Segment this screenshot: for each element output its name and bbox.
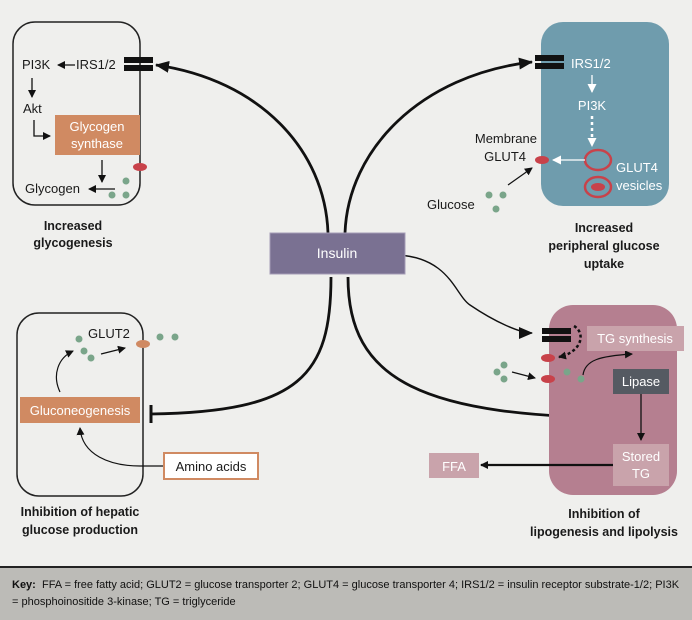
dotted-arrow-receptor-to-glut4 xyxy=(558,324,582,360)
lipase-label: Lipase xyxy=(622,374,660,389)
glucose-dot xyxy=(492,205,500,213)
glycogenesis-caption-2: glycogenesis xyxy=(33,236,112,250)
stored-tg-label-1: Stored xyxy=(622,449,660,464)
lipase-box xyxy=(613,369,669,394)
insulin-receptor xyxy=(542,336,571,342)
hepatic-caption-1: Inhibition of hepatic xyxy=(21,505,140,519)
glucose-dot xyxy=(493,368,501,376)
glucose-dot xyxy=(499,191,507,199)
arrow-akt-to-synthase xyxy=(33,120,51,140)
glut4-vesicles-label-2: vesicles xyxy=(616,178,663,193)
glut4-in-vesicle xyxy=(591,183,605,191)
irs-label: IRS1/2 xyxy=(76,57,116,72)
peripheral-uptake-panel: IRS1/2 PI3K GLUT4 vesicles Membrane GLUT… xyxy=(427,22,669,271)
glucose-label: Glucose xyxy=(427,197,475,212)
irs-label: IRS1/2 xyxy=(571,56,611,71)
glycogenesis-panel: PI3K IRS1/2 Akt Glycogen synthase Glycog… xyxy=(12,21,153,250)
stored-tg-box xyxy=(613,444,669,486)
glut2-label: GLUT2 xyxy=(88,326,130,341)
glycogen-synthase-box xyxy=(55,115,140,155)
gluconeogenesis-box xyxy=(20,397,140,423)
tg-synthesis-label: TG synthesis xyxy=(597,331,673,346)
tg-synthesis-box xyxy=(587,326,684,351)
akt-label: Akt xyxy=(23,101,42,116)
amino-acids-label: Amino acids xyxy=(176,459,247,474)
hepatocyte-outline xyxy=(16,312,144,497)
lipid-panel: TG synthesis Lipase Stored TG FFA Inhibi… xyxy=(429,305,684,539)
insulin-label: Insulin xyxy=(317,245,357,261)
pathway-to-adipocyte xyxy=(397,254,533,339)
hepatic-panel: GLUT2 Gluconeogenesis Amino acids Inhibi… xyxy=(16,312,259,537)
insulin-receptor xyxy=(535,63,564,69)
membrane-glut4 xyxy=(535,156,549,164)
pathway-inhibit-hepatic xyxy=(150,276,333,416)
glucose-dot xyxy=(500,375,508,383)
membrane-glut4-label-1: Membrane xyxy=(475,131,537,146)
glucose-dot xyxy=(563,368,571,376)
glut4-transporter xyxy=(541,354,555,362)
amino-acids-box xyxy=(163,452,259,480)
lipid-caption-2: lipogenesis and lipolysis xyxy=(530,525,678,539)
glut4-transporter xyxy=(541,375,555,383)
ffa-box xyxy=(429,453,479,478)
glycogenesis-caption-1: Increased xyxy=(44,219,102,233)
insulin-receptor xyxy=(535,55,564,61)
glucose-dot xyxy=(171,333,179,341)
pathway-to-muscle xyxy=(343,57,533,234)
stored-tg-label-2: TG xyxy=(632,466,650,481)
glut4-vesicles-label-1: GLUT4 xyxy=(616,160,658,175)
pi3k-label: PI3K xyxy=(578,98,607,113)
glut2-transporter xyxy=(136,340,150,348)
ffa-label: FFA xyxy=(442,459,466,474)
insulin-signaling-diagram: PI3K IRS1/2 Akt Glycogen synthase Glycog… xyxy=(12,21,684,539)
key-legend: Key: FFA = free fatty acid; GLUT2 = gluc… xyxy=(0,566,692,620)
glycogen-label: Glycogen xyxy=(25,181,80,196)
arrow-glucose-to-glut4 xyxy=(511,371,536,381)
key-title: Key: xyxy=(12,579,36,591)
glucose-dot xyxy=(108,191,116,199)
arrow-amino-acids-to-gluconeogenesis xyxy=(76,427,164,467)
peripheral-caption-3: uptake xyxy=(584,257,624,271)
glucose-dot xyxy=(75,335,83,343)
insulin-receptor xyxy=(124,57,153,63)
hepatic-caption-2: glucose production xyxy=(22,523,138,537)
liver-cell-outline xyxy=(12,21,141,206)
glucose-dot xyxy=(122,177,130,185)
arrow-glucose-to-tg-synthesis xyxy=(582,350,633,376)
arrow-gluconeogenesis-to-glucose xyxy=(55,350,74,393)
glucose-dot xyxy=(577,375,585,383)
insulin-receptor xyxy=(124,65,153,71)
glucose-dot xyxy=(485,191,493,199)
arrow-glucose-to-glut2 xyxy=(100,345,126,355)
glucose-dot xyxy=(122,191,130,199)
insulin-receptor xyxy=(542,328,571,334)
glucose-dot xyxy=(87,354,95,362)
glut4-vesicle xyxy=(583,175,613,199)
key-text: FFA = free fatty acid; GLUT2 = glucose t… xyxy=(12,579,680,608)
glucose-dot xyxy=(80,347,88,355)
arrow-glucose-to-glut4 xyxy=(507,167,533,186)
insulin-box xyxy=(269,232,406,275)
lipid-caption-1: Inhibition of xyxy=(568,507,640,521)
glucose-dot xyxy=(156,333,164,341)
peripheral-caption-2: peripheral glucose xyxy=(548,239,659,253)
pathway-to-glycogenesis xyxy=(155,60,330,234)
glut-transporter xyxy=(133,163,147,171)
membrane-glut4-label-2: GLUT4 xyxy=(484,149,526,164)
gluconeogenesis-label: Gluconeogenesis xyxy=(30,403,131,418)
glycogen-synthase-label-2: synthase xyxy=(71,136,123,151)
peripheral-caption-1: Increased xyxy=(575,221,633,235)
glucose-dot xyxy=(500,361,508,369)
pi3k-label: PI3K xyxy=(22,57,51,72)
glycogen-synthase-label-1: Glycogen xyxy=(70,119,125,134)
